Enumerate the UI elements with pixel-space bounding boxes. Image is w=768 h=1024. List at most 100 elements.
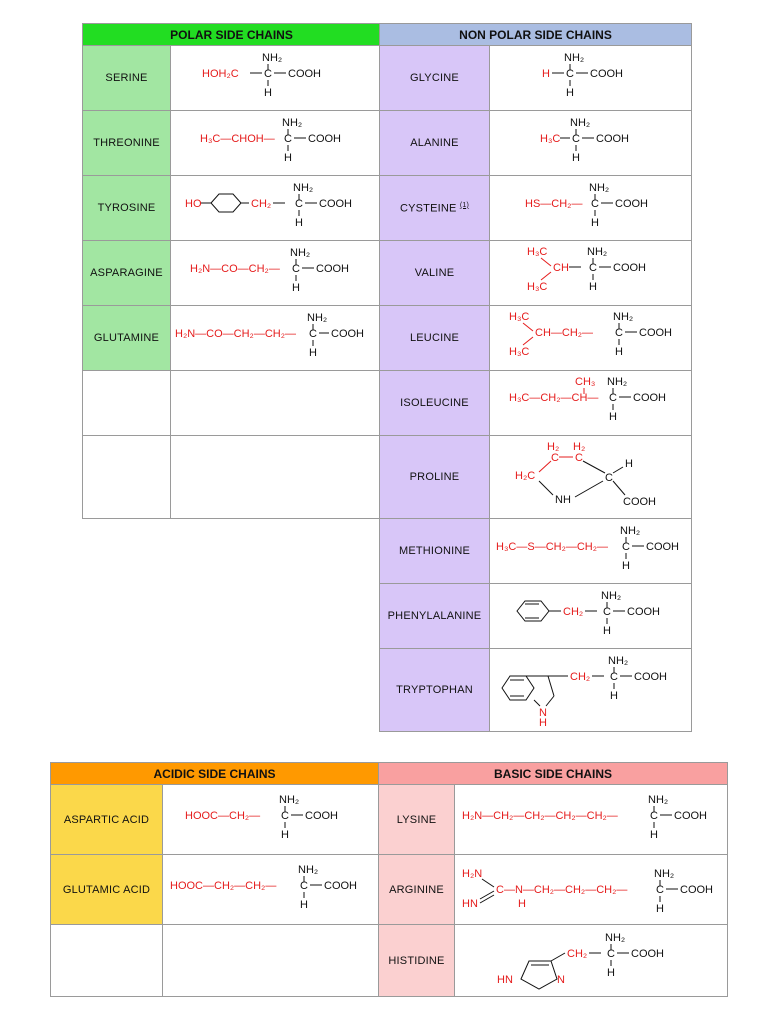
table-row: SERINE NH₂ HOH₂C C COOH H: [82, 45, 381, 111]
imidazole-ring-icon: [520, 960, 558, 990]
basic-header: BASIC SIDE CHAINS: [378, 762, 729, 785]
svg-text:H: H: [264, 87, 272, 99]
svg-text:H₂: H₂: [547, 441, 559, 453]
svg-text:H₃C: H₃C: [527, 281, 547, 293]
svg-text:COOH: COOH: [623, 496, 656, 508]
svg-text:H₂C: H₂C: [515, 470, 535, 482]
structure-leucine: H₃C CH—CH₂— H₃C NH₂ C COOH H: [489, 305, 692, 371]
structure-proline: H₂ H₂ C C H₂C NH C H COOH: [489, 435, 692, 519]
svg-text:CH₂: CH₂: [251, 198, 271, 210]
svg-text:HN: HN: [497, 974, 513, 986]
amino-acid-name: ALANINE: [379, 110, 490, 176]
svg-text:H₂N: H₂N: [462, 868, 482, 880]
empty-cell: [170, 370, 381, 436]
structure-glutamic-acid: NH₂ HOOC—CH₂—CH₂— C COOH H: [161, 854, 380, 925]
svg-text:H: H: [589, 281, 597, 293]
svg-text:H: H: [542, 68, 550, 80]
svg-text:COOH: COOH: [634, 671, 667, 683]
structure-cysteine: NH₂ HS—CH₂— C COOH H: [489, 175, 692, 241]
table-row: GLUTAMINE NH₂ H₂N—CO—CH₂—CH₂— C COOH H: [82, 305, 381, 371]
svg-text:H₂N—CH₂—CH₂—CH₂—CH₂—: H₂N—CH₂—CH₂—CH₂—CH₂—: [462, 810, 618, 822]
svg-text:CH—CH₂—: CH—CH₂—: [535, 327, 593, 339]
acidic-header: ACIDIC SIDE CHAINS: [49, 762, 380, 785]
svg-text:COOH: COOH: [596, 133, 629, 145]
svg-text:C: C: [309, 328, 317, 340]
structure-arginine: H₂N HN C—N—CH₂—CH₂—CH₂— H NH₂ C COOH H: [454, 854, 729, 925]
svg-text:CH₂: CH₂: [563, 606, 583, 618]
svg-text:C: C: [605, 472, 613, 484]
indole-ring-icon: [500, 675, 535, 701]
svg-text:C—N—CH₂—CH₂—CH₂—: C—N—CH₂—CH₂—CH₂—: [496, 884, 627, 896]
svg-text:H: H: [295, 217, 303, 229]
structure-phenylalanine: CH₂ NH₂ C COOH H: [489, 583, 692, 649]
svg-text:NH₂: NH₂: [620, 525, 640, 537]
svg-text:HN: HN: [462, 898, 478, 910]
svg-text:NH₂: NH₂: [279, 794, 299, 806]
svg-text:NH₂: NH₂: [607, 376, 627, 388]
polar-table: POLAR SIDE CHAINS SERINE NH₂ HOH₂C C COO…: [82, 23, 381, 519]
structure-alanine: NH₂ H₃C C COOH H: [489, 110, 692, 176]
svg-text:H₃C: H₃C: [540, 133, 560, 145]
svg-text:NH₂: NH₂: [605, 932, 625, 944]
svg-text:C: C: [650, 810, 658, 822]
table-row: GLYCINE NH₂ H C COOH H: [379, 45, 692, 111]
amino-acid-name: ASPARAGINE: [82, 240, 171, 306]
svg-text:NH₂: NH₂: [307, 312, 327, 324]
svg-text:C: C: [295, 198, 303, 210]
svg-text:COOH: COOH: [316, 263, 349, 275]
svg-text:NH₂: NH₂: [648, 794, 668, 806]
structure-threonine: NH₂ H₃C—CHOH— C COOH H: [170, 110, 381, 176]
svg-text:H₂N—CO—CH₂—: H₂N—CO—CH₂—: [190, 263, 280, 275]
svg-text:H₃C: H₃C: [509, 311, 529, 323]
svg-text:C: C: [284, 133, 292, 145]
amino-acid-name: GLUTAMIC ACID: [50, 854, 163, 925]
svg-text:N: N: [557, 974, 565, 986]
svg-text:C: C: [610, 671, 618, 683]
svg-text:COOH: COOH: [639, 327, 672, 339]
amino-acid-name: HISTIDINE: [378, 924, 456, 997]
svg-text:H₂N—CO—CH₂—CH₂—: H₂N—CO—CH₂—CH₂—: [175, 328, 296, 340]
svg-text:COOH: COOH: [680, 884, 713, 896]
empty-cell: [82, 435, 171, 519]
svg-text:NH₂: NH₂: [613, 311, 633, 323]
amino-acid-name: METHIONINE: [379, 518, 490, 584]
table-row: ASPARTIC ACID NH₂ HOOC—CH₂— C COOH H LYS…: [50, 784, 729, 855]
svg-text:N: N: [539, 707, 547, 719]
footnote-link[interactable]: (1): [459, 201, 470, 209]
svg-text:H: H: [625, 458, 633, 470]
table-row: [82, 370, 381, 436]
svg-text:CH₂: CH₂: [567, 948, 587, 960]
amino-acid-name: ISOLEUCINE: [379, 370, 490, 436]
svg-text:H: H: [650, 829, 658, 841]
structure-glutamine: NH₂ H₂N—CO—CH₂—CH₂— C COOH H: [170, 305, 381, 371]
svg-text:C: C: [591, 198, 599, 210]
amino-acid-name: PROLINE: [379, 435, 490, 519]
svg-text:H: H: [607, 967, 615, 979]
table-row: METHIONINE NH₂ H₃C—S—CH₂—CH₂— C COOH H: [379, 518, 692, 584]
svg-text:C: C: [300, 880, 308, 892]
svg-text:H: H: [292, 282, 300, 294]
svg-text:C: C: [566, 68, 574, 80]
amino-acid-name: PHENYLALANINE: [379, 583, 490, 649]
svg-text:H: H: [603, 625, 611, 637]
structure-valine: H₃C CH H₃C NH₂ C COOH H: [489, 240, 692, 306]
svg-text:H₃C: H₃C: [527, 246, 547, 258]
structure-aspartic-acid: NH₂ HOOC—CH₂— C COOH H: [161, 784, 380, 855]
svg-text:CH₂: CH₂: [570, 671, 590, 683]
svg-text:C: C: [572, 133, 580, 145]
amino-acid-name: TRYPTOPHAN: [379, 648, 490, 732]
table-row: LEUCINE H₃C CH—CH₂— H₃C NH₂ C COOH H: [379, 305, 692, 371]
svg-text:H: H: [566, 87, 574, 99]
svg-text:NH₂: NH₂: [564, 52, 584, 64]
svg-text:H: H: [300, 899, 308, 911]
amino-acid-name: LEUCINE: [379, 305, 490, 371]
empty-cell: [161, 924, 380, 997]
amino-acid-name: ARGININE: [378, 854, 456, 925]
svg-text:H: H: [591, 217, 599, 229]
svg-text:COOH: COOH: [324, 880, 357, 892]
svg-text:C: C: [281, 810, 289, 822]
svg-text:H₃C—CHOH—: H₃C—CHOH—: [200, 133, 275, 145]
svg-text:NH₂: NH₂: [608, 655, 628, 667]
svg-text:C: C: [622, 541, 630, 553]
structure-tyrosine: HO CH₂ NH₂ C COOH H: [170, 175, 381, 241]
